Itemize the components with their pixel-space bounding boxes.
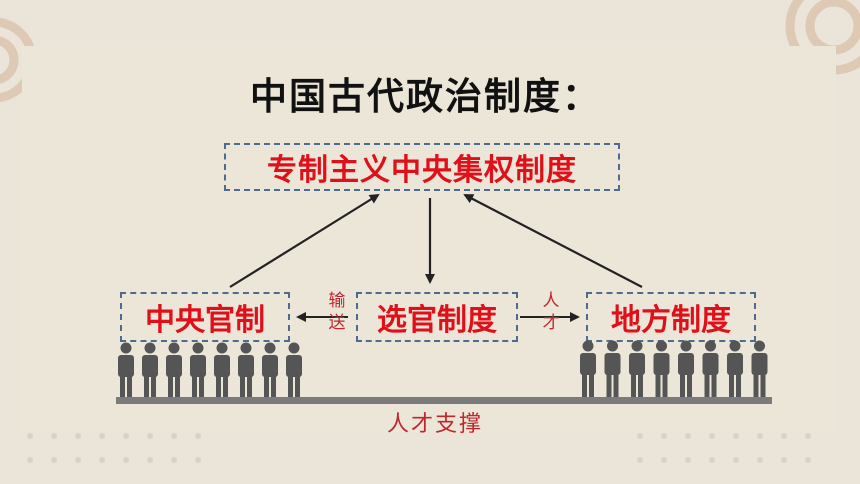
person-figure [751,340,768,398]
ring-left-inner [0,36,19,84]
node-central-officials: 中央官制 [120,292,290,342]
person-figure [214,342,230,398]
edge-label-char: 送 [328,313,346,333]
support-label: 人才支撑 [386,412,483,437]
person-figure [727,340,743,398]
pattern-dot [637,457,643,463]
pattern-dot [637,433,643,439]
pattern-dot [781,457,787,463]
node-central-autocracy: 专制主义中央集权制度 [224,143,620,191]
people-group-icon [118,342,302,398]
arrow-right-to-top [463,194,643,288]
pattern-dot [171,457,177,463]
pattern-dot [27,457,33,463]
pattern-dot [99,457,105,463]
page-title: 中国古代政治制度： [250,75,601,118]
pattern-dot [147,433,153,439]
pattern-dot [75,433,81,439]
support-base-bar [116,397,772,404]
pattern-dot [27,433,33,439]
pattern-dot [51,433,57,439]
edge-label-talent: 人 才 [540,290,562,334]
pattern-dot [75,457,81,463]
pattern-dot [123,433,129,439]
person-figure [653,340,670,398]
people-group-icon [580,340,768,398]
person-figure [190,342,206,398]
pattern-dot [805,457,811,463]
person-figure [604,340,621,398]
pattern-dot [781,433,787,439]
person-figure [142,342,158,398]
edge-label-transport: 输 送 [326,290,348,334]
edge-label-char: 输 [328,291,346,311]
pattern-dot [99,433,105,439]
node-local-system: 地方制度 [586,292,756,342]
person-figure [678,340,694,398]
person-figure [629,340,645,398]
pattern-dot [805,433,811,439]
person-figure [286,342,302,398]
pattern-dot [195,433,201,439]
pattern-dot [171,433,177,439]
person-figure [702,340,719,398]
pattern-dot [195,457,201,463]
person-figure [262,342,278,398]
edge-label-char: 人 [542,291,560,311]
pattern-dot [661,457,667,463]
pattern-dot [733,457,739,463]
pattern-dot [123,457,129,463]
arrow-left-to-top [229,193,380,288]
pattern-dot [685,433,691,439]
person-figure [118,342,134,398]
dot-pattern-left [27,433,201,463]
edge-label-char: 才 [542,313,560,333]
pattern-dot [51,457,57,463]
pattern-dot [757,457,763,463]
pattern-dot [685,457,691,463]
person-figure [166,342,182,398]
node-official-selection: 选官制度 [356,292,518,342]
person-figure [238,342,254,398]
dot-pattern-right [637,433,811,463]
pattern-dot [709,457,715,463]
pattern-dot [709,433,715,439]
person-figure [580,340,596,398]
pattern-dot [757,433,763,439]
pattern-dot [147,457,153,463]
pattern-dot [661,433,667,439]
pattern-dot [733,433,739,439]
